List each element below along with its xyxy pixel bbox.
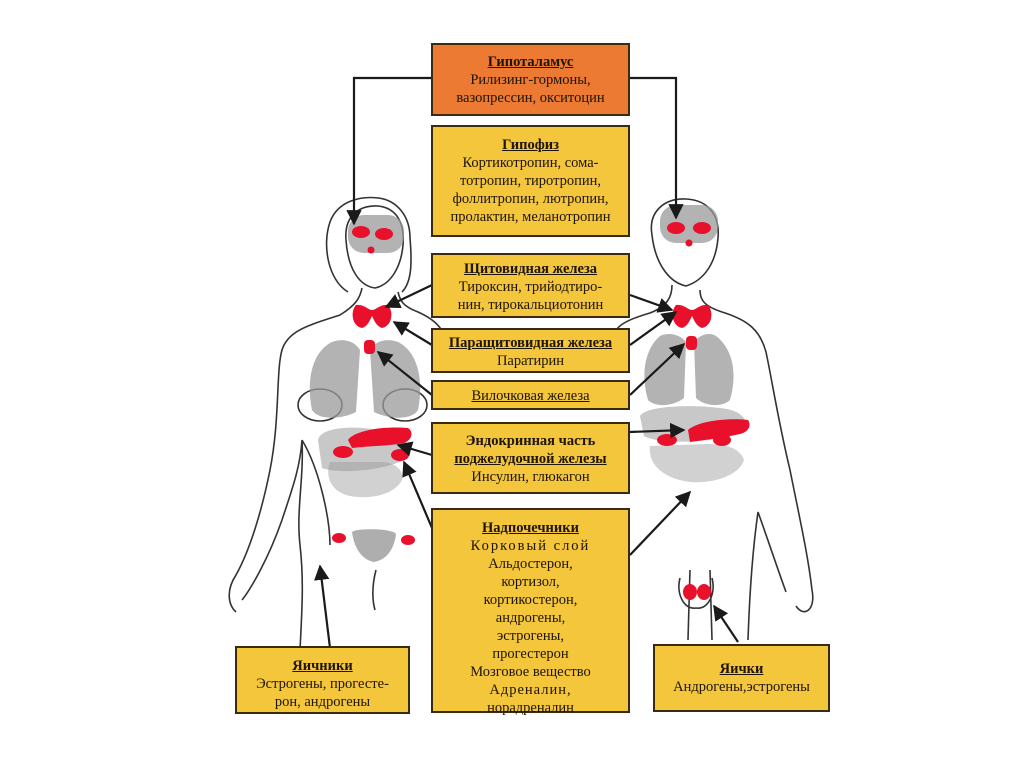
female-glands bbox=[332, 226, 415, 545]
male-glands bbox=[657, 222, 750, 600]
parathyroid-title: Паращитовидная железа bbox=[448, 335, 613, 351]
male-pancreas-gland bbox=[688, 419, 750, 442]
pancreas-line: Инсулин, глюкагон bbox=[471, 469, 590, 485]
arrow-testes bbox=[713, 604, 739, 643]
arrow-thyroid-male bbox=[629, 293, 674, 313]
female-figure bbox=[228, 196, 453, 651]
arrow-thyroid-female bbox=[384, 284, 433, 308]
male-lungs bbox=[644, 334, 734, 406]
female-left-ovary bbox=[332, 533, 346, 543]
adrenal-line: кортикостерон, bbox=[483, 592, 578, 608]
thyroid-line: нин, тирокальциотонин bbox=[457, 297, 604, 313]
male-pituitary-gland bbox=[685, 239, 693, 247]
male-left-adrenal bbox=[657, 434, 677, 446]
male-thyroid-gland bbox=[672, 304, 712, 328]
female-left-adrenal bbox=[333, 446, 353, 458]
female-pancreas-gland bbox=[348, 427, 412, 448]
adrenal-title: Надпочечники bbox=[482, 520, 579, 536]
arrow-parathyroid-female bbox=[392, 321, 433, 346]
female-brain-gland-left bbox=[352, 226, 370, 238]
female-brain-gland-right bbox=[375, 228, 393, 240]
hypothalamus-line: Рилизинг-гормоны, bbox=[470, 72, 591, 88]
pituitary-box: Гипофиз Кортикотропин, сома- тотропин, т… bbox=[431, 125, 630, 237]
testes-title: Яички bbox=[719, 661, 764, 677]
thyroid-line: Тироксин, трийодтиро- bbox=[458, 279, 603, 295]
adrenal-line: эстрогены, bbox=[497, 628, 564, 644]
thyroid-title: Щитовидная железа bbox=[463, 261, 598, 277]
male-head-outline bbox=[650, 198, 719, 287]
adrenal-line: прогестерон bbox=[492, 646, 569, 662]
female-thyroid-gland bbox=[352, 304, 392, 328]
ovaries-line: рон, андрогены bbox=[274, 694, 371, 710]
female-hair-outline bbox=[325, 196, 412, 293]
male-brain-gland-right bbox=[693, 222, 711, 234]
adrenal-line: Корковый слой bbox=[470, 538, 591, 554]
male-testes-outline bbox=[678, 577, 714, 609]
connector-arrows bbox=[314, 76, 739, 649]
arrow-adrenal-male bbox=[629, 490, 692, 556]
ovaries-line: Эстрогены, прогесте- bbox=[256, 676, 389, 692]
pancreas-title: поджелудочной железы bbox=[454, 451, 607, 467]
male-left-testis bbox=[683, 584, 697, 600]
female-thymus-gland bbox=[364, 340, 375, 354]
arrow-adrenal-female bbox=[402, 460, 434, 529]
female-pituitary-gland bbox=[367, 246, 375, 254]
male-figure bbox=[611, 198, 814, 641]
pituitary-line: фоллитропин, лютропин, bbox=[452, 191, 609, 207]
ovaries-box: Яичники Эстрогены, прогесте- рон, андрог… bbox=[235, 646, 410, 714]
hypothalamus-line: вазопрессин, окситоцин bbox=[456, 90, 605, 106]
testes-line: Андрогены,эстрогены bbox=[673, 679, 810, 695]
pituitary-line: тотропин, тиротропин, bbox=[459, 173, 602, 189]
arrow-thymus-female bbox=[376, 351, 433, 396]
pancreas-box: Эндокринная часть поджелудочной железы И… bbox=[431, 422, 630, 494]
adrenal-line: кортизол, bbox=[501, 574, 560, 590]
adrenal-box: Надпочечники Корковый слой Альдостерон, … bbox=[431, 508, 630, 716]
arrow-parathyroid-male bbox=[629, 311, 678, 346]
arrow-ovaries bbox=[314, 564, 332, 649]
pituitary-line: пролактин, меланотропин bbox=[450, 209, 611, 225]
adrenal-line: Альдостерон, bbox=[488, 556, 573, 572]
thymus-title: Вилочковая железа bbox=[471, 388, 590, 404]
male-thymus-gland bbox=[686, 336, 697, 350]
testes-box: Яички Андрогены,эстрогены bbox=[653, 644, 830, 712]
arrow-hypothalamus-male bbox=[630, 76, 684, 220]
parathyroid-line: Паратирин bbox=[496, 353, 565, 369]
hypothalamus-title: Гипоталамус bbox=[487, 54, 574, 70]
male-body-outline bbox=[611, 284, 814, 641]
female-intestines bbox=[328, 462, 403, 498]
adrenal-line: норадреналин bbox=[487, 700, 574, 716]
pituitary-line: Кортикотропин, сома- bbox=[462, 155, 599, 171]
male-right-adrenal bbox=[713, 434, 731, 446]
female-uterus bbox=[352, 529, 396, 562]
parathyroid-box: Паращитовидная железа Паратирин bbox=[431, 328, 630, 373]
male-right-testis bbox=[697, 584, 711, 600]
arrow-pancreas-male bbox=[629, 422, 686, 439]
thyroid-box: Щитовидная железа Тироксин, трийодтиро- … bbox=[431, 253, 630, 318]
female-right-adrenal bbox=[391, 449, 409, 461]
adrenal-line: андрогены, bbox=[495, 610, 566, 626]
male-brain-gland-left bbox=[667, 222, 685, 234]
arrow-thymus-male bbox=[629, 342, 686, 396]
arrow-pancreas-female bbox=[396, 441, 433, 457]
thymus-box: Вилочковая железа bbox=[431, 380, 630, 410]
female-head-outline bbox=[345, 205, 405, 289]
arrow-hypothalamus-female bbox=[346, 76, 432, 226]
pituitary-title: Гипофиз bbox=[502, 137, 559, 153]
adrenal-line: Адреналин, bbox=[489, 682, 572, 698]
male-intestines bbox=[649, 444, 744, 483]
hypothalamus-box: Гипоталамус Рилизинг-гормоны, вазопресси… bbox=[431, 43, 630, 116]
adrenal-line: Мозговое вещество bbox=[470, 664, 591, 680]
pancreas-title: Эндокринная часть bbox=[465, 433, 596, 449]
female-right-ovary bbox=[401, 535, 415, 545]
ovaries-title: Яичники bbox=[292, 658, 353, 674]
male-brain bbox=[660, 205, 718, 243]
